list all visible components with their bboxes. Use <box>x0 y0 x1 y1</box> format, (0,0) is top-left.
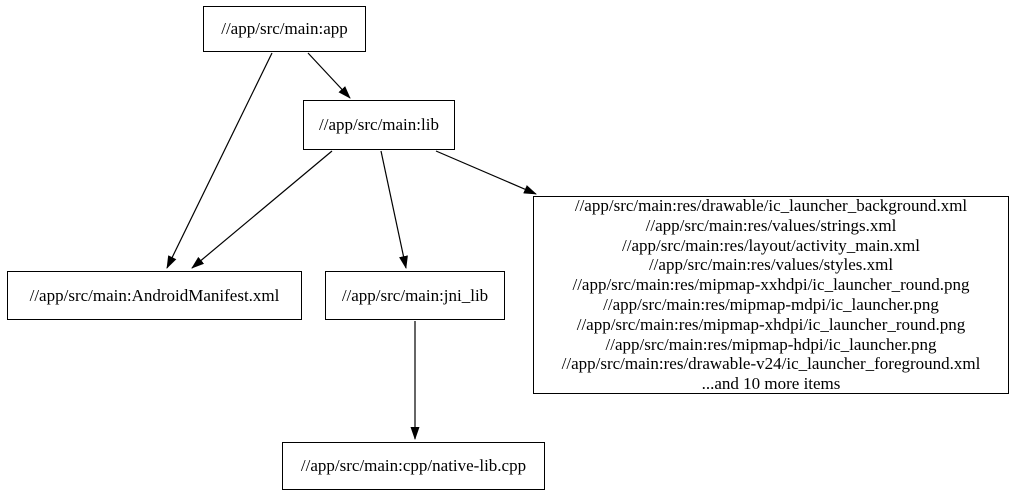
edge-app-to-manifest <box>166 52 273 269</box>
res-file-line: //app/src/main:res/mipmap-xxhdpi/ic_laun… <box>572 275 970 295</box>
edge-lib-to-manifest <box>191 150 333 269</box>
res-file-line: //app/src/main:res/values/strings.xml <box>645 215 897 235</box>
graph-node-jni-lib: //app/src/main:jni_lib <box>325 271 505 320</box>
graph-node-android-manifest: //app/src/main:AndroidManifest.xml <box>7 271 302 320</box>
graph-node-native-lib-cpp: //app/src/main:cpp/native-lib.cpp <box>282 442 545 490</box>
res-file-line: //app/src/main:res/mipmap-xhdpi/ic_launc… <box>576 314 966 334</box>
graph-node-native-lib-cpp-label: //app/src/main:cpp/native-lib.cpp <box>300 456 527 476</box>
graph-node-res-files: //app/src/main:res/drawable/ic_launcher_… <box>533 196 1009 394</box>
res-file-line: //app/src/main:res/mipmap-hdpi/ic_launch… <box>605 334 937 354</box>
graph-node-lib: //app/src/main:lib <box>303 100 455 150</box>
res-file-line: //app/src/main:res/layout/activity_main.… <box>622 235 920 255</box>
graph-node-app-label: //app/src/main:app <box>221 19 348 39</box>
graph-node-lib-label: //app/src/main:lib <box>319 115 439 135</box>
res-file-line: //app/src/main:res/values/styles.xml <box>648 255 894 275</box>
res-file-line: //app/src/main:res/drawable/ic_launcher_… <box>574 196 968 216</box>
edge-lib-to-res <box>435 150 537 195</box>
graph-node-app: //app/src/main:app <box>203 6 366 52</box>
res-file-line: //app/src/main:res/mipmap-mdpi/ic_launch… <box>603 295 939 314</box>
res-file-line: //app/src/main:res/drawable-v24/ic_launc… <box>561 354 981 374</box>
graph-node-android-manifest-label: //app/src/main:AndroidManifest.xml <box>29 285 280 305</box>
edge-app-to-lib <box>307 52 351 99</box>
res-more-items-line: ...and 10 more items <box>701 374 841 394</box>
edge-lib-to-jni-lib <box>380 150 408 269</box>
graph-node-jni-lib-label: //app/src/main:jni_lib <box>341 285 489 305</box>
